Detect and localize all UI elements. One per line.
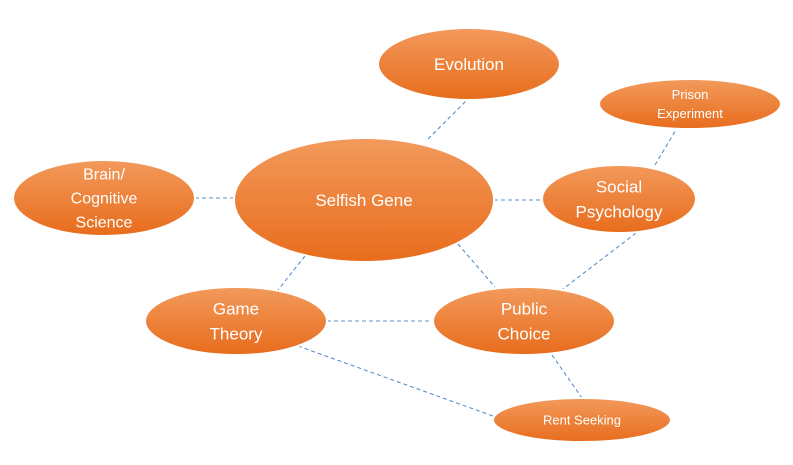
node-label-line: Psychology [576, 202, 663, 221]
edge-game-theory-to-rent-seeking [297, 345, 494, 417]
connections [195, 99, 678, 417]
node-label-selfish-gene: Selfish Gene [315, 191, 412, 210]
edge-selfish-gene-to-public-choice [457, 243, 496, 288]
node-label-line: Brain/ [83, 167, 125, 184]
edge-social-psychology-to-public-choice [562, 232, 637, 290]
node-label-line: Choice [498, 324, 551, 343]
node-label-line: Science [76, 215, 133, 232]
node-label-line: Social [596, 177, 642, 196]
edge-public-choice-to-rent-seeking [551, 354, 583, 399]
node-ellipse-rent-seeking[interactable] [492, 397, 672, 443]
node-rent-seeking[interactable]: Rent Seeking [492, 397, 672, 443]
node-label-line: Cognitive [71, 191, 138, 208]
node-label-line: Theory [210, 324, 263, 343]
node-label-line: Experiment [657, 106, 723, 121]
node-label-line: Game [213, 299, 259, 318]
node-selfish-gene[interactable]: Selfish Gene [233, 137, 495, 263]
node-ellipse-social-psychology[interactable] [541, 164, 697, 234]
node-label-line: Rent Seeking [543, 413, 621, 428]
edge-social-psychology-to-prison-experiment [654, 127, 678, 166]
node-label-rent-seeking: Rent Seeking [543, 413, 621, 428]
edge-selfish-gene-to-game-theory [277, 255, 306, 291]
node-label-line: Evolution [434, 55, 504, 74]
node-ellipse-public-choice[interactable] [432, 286, 616, 356]
node-label-line: Public [501, 299, 548, 318]
node-evolution[interactable]: Evolution [377, 27, 561, 101]
node-label-evolution: Evolution [434, 55, 504, 74]
node-label-line: Selfish Gene [315, 191, 412, 210]
node-ellipse-selfish-gene[interactable] [233, 137, 495, 263]
node-ellipse-game-theory[interactable] [144, 286, 328, 356]
edge-selfish-gene-to-evolution [427, 99, 468, 140]
node-ellipse-evolution[interactable] [377, 27, 561, 101]
node-ellipse-prison-experiment[interactable] [598, 78, 782, 130]
node-ellipse-brain-cognitive-science[interactable] [12, 159, 196, 237]
node-label-line: Prison [672, 87, 709, 102]
